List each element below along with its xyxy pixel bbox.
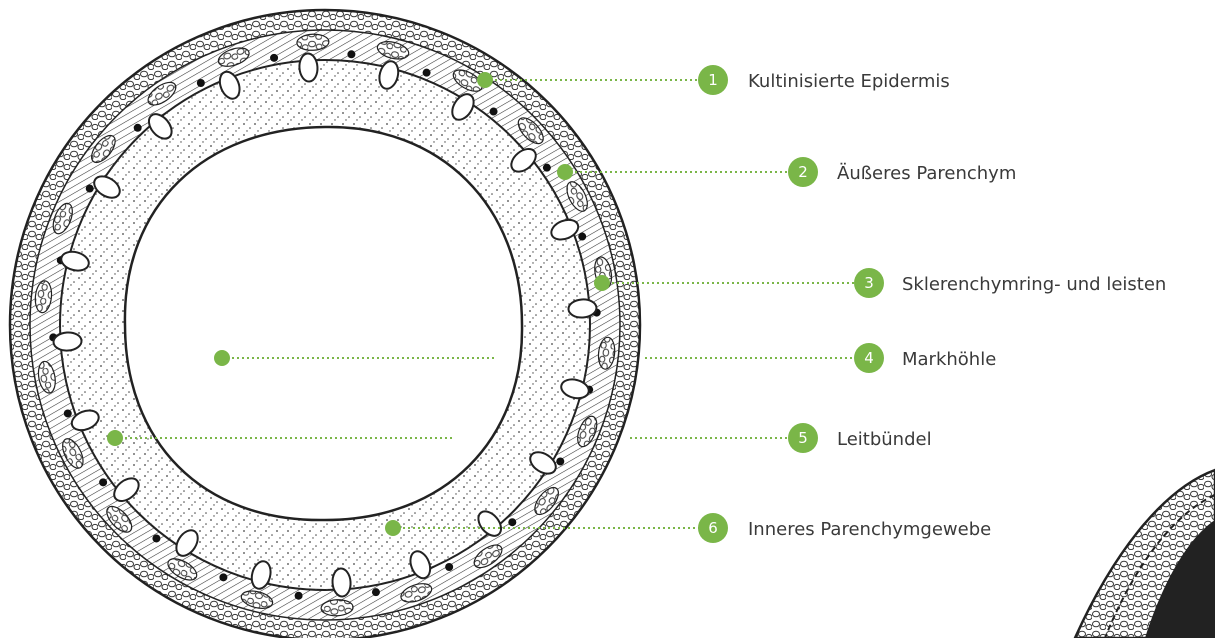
number-label: 1	[708, 71, 718, 89]
vascular-bundle	[53, 332, 82, 352]
dark-spot	[445, 563, 453, 571]
dark-spot	[64, 409, 72, 417]
dark-spot	[134, 124, 142, 132]
marker-dot	[385, 520, 401, 536]
marker-dot	[557, 164, 573, 180]
label-text: Leitbündel	[837, 429, 932, 450]
number-label: 2	[798, 163, 808, 181]
dark-spot	[295, 592, 303, 600]
label-text: Inneres Parenchymgewebe	[748, 519, 991, 540]
label-text: Kultinisierte Epidermis	[748, 71, 950, 92]
label-text: Äußeres Parenchym	[837, 163, 1016, 184]
label-text: Markhöhle	[902, 349, 996, 370]
vascular-bundle	[332, 568, 352, 597]
marker-dot	[477, 72, 493, 88]
dark-spot	[490, 108, 498, 116]
dark-spot	[86, 185, 94, 193]
dark-spot	[423, 69, 431, 77]
number-label: 3	[864, 274, 874, 292]
dark-spot	[578, 233, 586, 241]
dark-spot	[197, 79, 205, 87]
dark-spot	[270, 54, 278, 62]
number-label: 4	[864, 349, 874, 367]
callout-1: 1 Kultinisierte Epidermis	[477, 65, 950, 95]
dark-spot	[99, 478, 107, 486]
dark-spot	[347, 50, 355, 58]
dark-spot	[219, 573, 227, 581]
marker-dot	[594, 275, 610, 291]
vascular-bundle	[299, 53, 319, 82]
label-text: Sklerenchymring- und leisten	[902, 274, 1166, 295]
dark-spot	[543, 164, 551, 172]
marker-dot	[107, 430, 123, 446]
dark-spot	[152, 534, 160, 542]
dark-spot	[372, 588, 380, 596]
dark-spot	[556, 457, 564, 465]
marker-dot	[214, 350, 230, 366]
pith-cavity	[125, 127, 522, 520]
number-label: 6	[708, 519, 718, 537]
dark-spot	[508, 518, 516, 526]
adjacent-section-fragment	[1075, 470, 1215, 638]
number-label: 5	[798, 429, 808, 447]
callout-2: 2 Äußeres Parenchym	[557, 157, 1016, 187]
vascular-bundle	[568, 299, 597, 319]
callout-3: 3 Sklerenchymring- und leisten	[594, 268, 1166, 298]
